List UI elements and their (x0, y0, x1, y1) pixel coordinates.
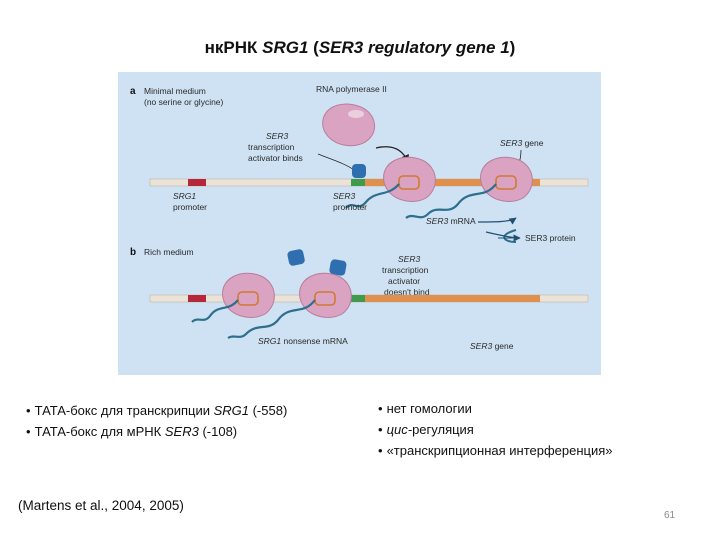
slide-title: нкРНК SRG1 (SER3 regulatory gene 1) (0, 38, 720, 58)
srg1-promoter-label-word: promoter (173, 202, 207, 212)
right-bullet-2: цис-регуляция (378, 419, 613, 440)
mrna-arrow-a (477, 217, 517, 225)
mrna-a1 (345, 183, 400, 209)
right-bullet-list: нет гомологии цис-регуляция «транскрипци… (378, 398, 613, 461)
panel-a-condition-line2: (no serine or glycine) (144, 97, 224, 107)
activator-a-line3: activator binds (248, 153, 303, 163)
figure-svg: a Minimal medium (no serine or glycine) … (130, 84, 589, 351)
left-bullet-list: ТАТА-бокс для транскрипции SRG1 (-558) Т… (26, 400, 288, 442)
ser3-promoter-label-gene: SER3 (333, 191, 355, 201)
polymerase-label: RNA polymerase II (316, 84, 387, 94)
right-bullet-3: «транскрипционная интерференция» (378, 440, 613, 461)
right-bullet-1: нет гомологии (378, 398, 613, 419)
activator-b-line2: transcription (382, 265, 429, 275)
panel-b-condition: Rich medium (144, 247, 194, 257)
activator-b-line1: SER3 (398, 254, 420, 264)
ser3-promoter-a (351, 179, 365, 186)
ser3-gene-label-a: SER3 gene (500, 138, 544, 148)
polymerase-b1 (222, 272, 275, 318)
title-prefix: нкРНК (204, 38, 263, 57)
left-bullet-1: ТАТА-бокс для транскрипции SRG1 (-558) (26, 400, 288, 421)
polymerase-b2 (299, 272, 352, 318)
srg1-nonsense-label: SRG1 nonsense mRNA (258, 336, 348, 346)
left-bullet-2: ТАТА-бокс для мРНК SER3 (-108) (26, 421, 287, 442)
srg1-promoter-a (188, 179, 206, 186)
nonsense-mrna-b2 (227, 299, 316, 339)
panel-b-letter: b (130, 247, 136, 258)
free-activators-b (287, 249, 347, 276)
panel-a-condition-line1: Minimal medium (144, 86, 206, 96)
activator-b-line3: activator (388, 276, 420, 286)
panel-a-letter: a (130, 86, 136, 97)
activator-a-line2: transcription (248, 142, 295, 152)
activator-a-line1: SER3 (266, 131, 288, 141)
title-paren-close: ) (509, 38, 516, 57)
citation: (Martens et al., 2004, 2005) (18, 498, 184, 513)
srg1-promoter-b (188, 295, 206, 302)
ser3-gene-label-b: SER3 gene (470, 341, 514, 351)
page-number: 61 (664, 510, 676, 521)
protein-arrow (485, 231, 521, 242)
ser3-mrna-label: SER3 mRNA (426, 216, 476, 226)
polymerase-a2 (480, 156, 533, 202)
ser3-protein-label: SER3 protein (525, 233, 576, 243)
polymerase-a1 (383, 156, 436, 202)
bound-activator-a (352, 164, 366, 178)
nonsense-mrna-b1 (191, 299, 239, 323)
title-paren-open: ( (308, 38, 319, 57)
title-expansion: SER3 regulatory gene 1 (318, 38, 510, 57)
activator-a-leader (317, 153, 355, 171)
mrna-a2 (405, 183, 497, 219)
ser3-gene-b (365, 295, 540, 302)
title-gene: SRG1 (262, 38, 309, 57)
ser3-promoter-b (351, 295, 365, 302)
ser3-promoter-label-word: promoter (333, 202, 367, 212)
srg1-mechanism-figure: a Minimal medium (no serine or glycine) … (118, 72, 601, 375)
activator-b-line4: doesn't bind (384, 287, 430, 297)
ser3-gene-a (365, 179, 540, 186)
free-polymerase (322, 103, 376, 147)
srg1-promoter-label-gene: SRG1 (173, 191, 196, 201)
